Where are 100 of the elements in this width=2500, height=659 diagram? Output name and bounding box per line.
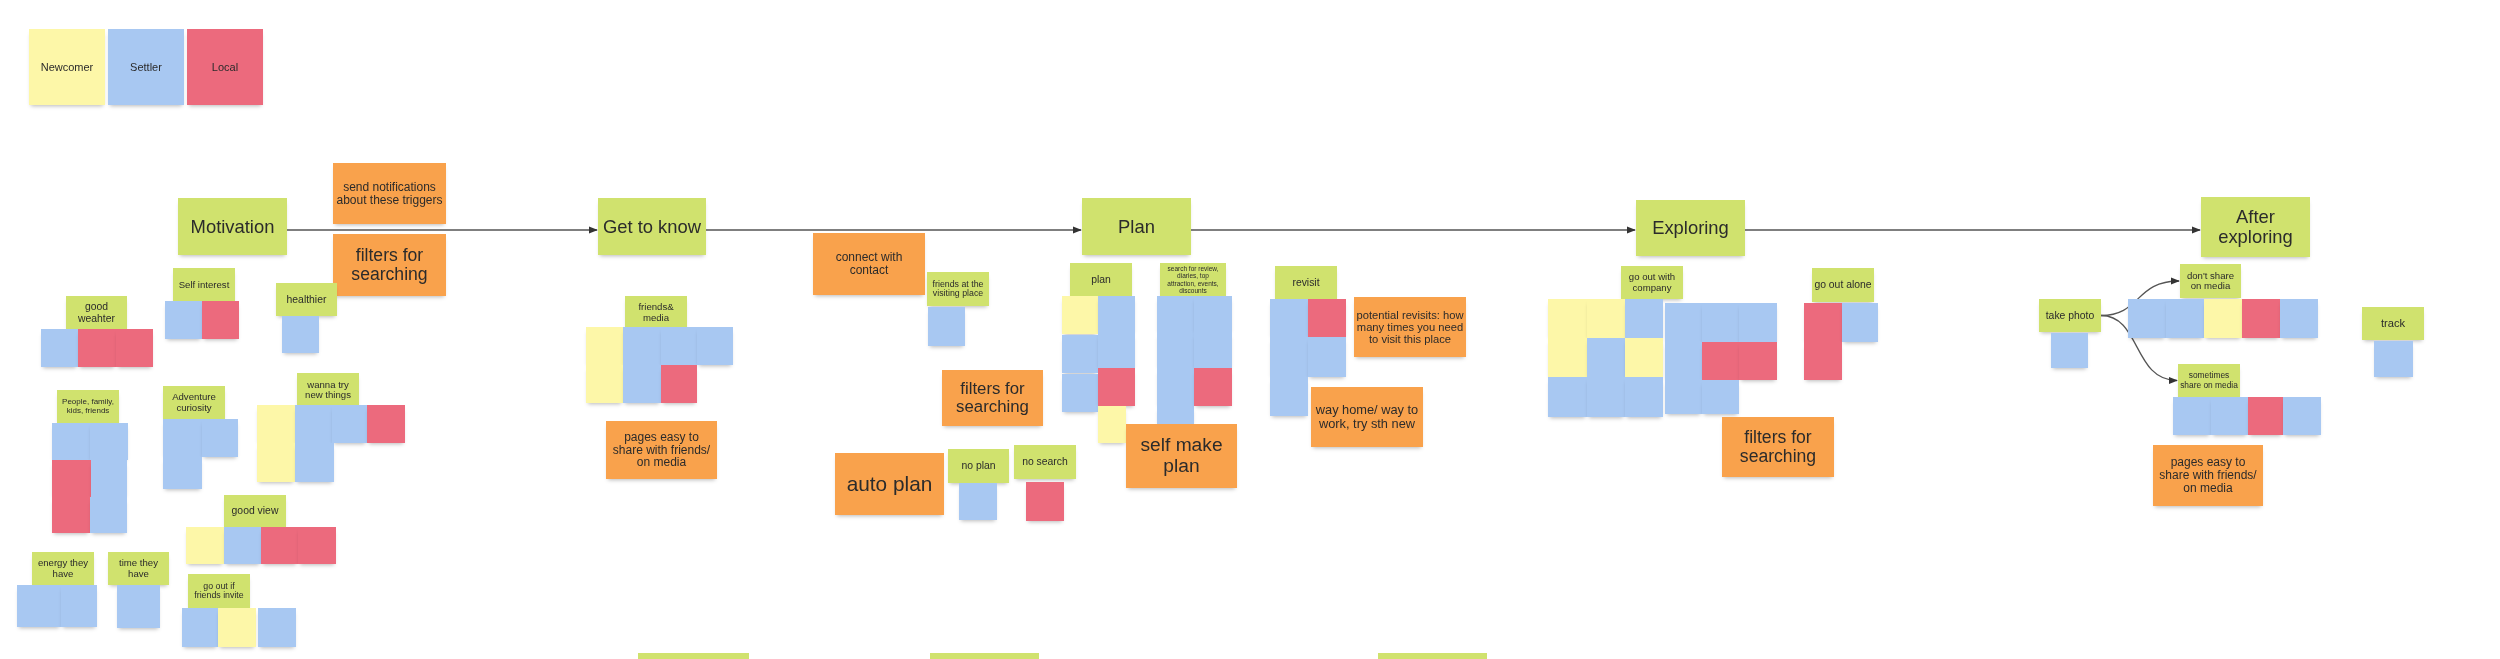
idea-sticky-note — [333, 234, 446, 296]
category-sticky-note — [1014, 445, 1076, 479]
idea-sticky-note — [1126, 424, 1237, 488]
sticky-note — [2374, 341, 2413, 377]
sticky-note — [2211, 397, 2248, 435]
note-text: Motivation — [190, 216, 275, 237]
note-text: plan — [1091, 273, 1111, 286]
category-sticky-note — [1275, 266, 1337, 299]
sticky-note — [218, 608, 256, 647]
sticky-note — [186, 527, 224, 564]
sticky-note — [1804, 303, 1842, 342]
note-text: connect with contact — [834, 251, 904, 277]
note-text: don't share on media — [2185, 270, 2236, 292]
idea-sticky-note — [835, 453, 944, 515]
note-text: sometimes share on media — [2180, 371, 2238, 390]
note-text: Plan — [1118, 216, 1155, 237]
note-text: potential revisits: how many times you need to visit this place — [1356, 308, 1464, 346]
sticky-note — [117, 585, 160, 628]
sticky-note — [928, 307, 965, 346]
note-text: go out with company — [1627, 272, 1677, 293]
category-sticky-note — [224, 495, 286, 527]
arrow — [1744, 226, 2201, 234]
category-sticky-note — [66, 296, 127, 329]
sticky-note — [1308, 337, 1346, 377]
idea-sticky-note — [333, 163, 446, 224]
category-sticky-note — [1621, 266, 1683, 299]
sticky-note — [1587, 377, 1625, 417]
sticky-note — [661, 365, 697, 403]
category-sticky-note — [276, 283, 337, 316]
sticky-note — [1194, 332, 1232, 368]
sticky-note — [1308, 299, 1346, 337]
note-text: wanna try new things — [304, 379, 352, 401]
idea-sticky-note — [813, 233, 925, 295]
partial-sticky-note — [1378, 653, 1487, 659]
sticky-note — [332, 405, 367, 443]
idea-sticky-note — [2153, 445, 2263, 506]
sticky-note — [295, 405, 332, 443]
sticky-note — [1026, 482, 1064, 521]
note-text: Exploring — [1652, 218, 1729, 238]
sticky-note — [661, 327, 697, 365]
sticky-note — [1548, 299, 1587, 338]
sticky-note — [1157, 296, 1194, 332]
sticky-note — [2051, 333, 2088, 368]
legend-label: Local — [211, 61, 239, 73]
sticky-note — [1804, 342, 1842, 380]
sticky-note — [282, 316, 319, 353]
category-sticky-note — [2178, 364, 2240, 397]
sticky-note — [61, 585, 97, 627]
note-text: revisit — [1292, 276, 1320, 289]
stage-heading-note — [178, 198, 287, 255]
note-text: self make plan — [1139, 435, 1224, 477]
sticky-note — [1062, 296, 1098, 334]
arrow — [1190, 226, 1636, 234]
sticky-note — [1098, 333, 1135, 368]
sticky-note — [1548, 338, 1587, 377]
sticky-note — [1548, 377, 1587, 417]
idea-sticky-note — [606, 421, 717, 479]
sticky-note — [1625, 377, 1663, 417]
sticky-note — [163, 419, 202, 457]
sticky-note — [257, 443, 295, 482]
arrow — [705, 226, 1082, 234]
note-text: no plan — [961, 460, 996, 472]
sticky-note — [1702, 380, 1739, 414]
sticky-note — [298, 527, 336, 564]
sticky-note — [1702, 303, 1739, 342]
sticky-note — [202, 419, 238, 457]
sticky-note — [224, 527, 261, 564]
sticky-note — [2283, 397, 2321, 435]
sticky-note — [1702, 342, 1739, 380]
note-text: good weahter — [77, 301, 116, 324]
sticky-note — [2166, 299, 2204, 338]
sticky-note — [90, 497, 127, 533]
note-text: pages easy to share with friends/ on media — [2158, 456, 2258, 495]
sticky-note — [2242, 299, 2280, 338]
category-sticky-note — [2180, 264, 2241, 298]
note-text: energy they have — [36, 558, 90, 579]
partial-sticky-note — [930, 653, 1039, 659]
sticky-note — [1098, 406, 1126, 443]
note-text: friends at the visiting place — [931, 279, 985, 299]
idea-sticky-note — [1354, 297, 1466, 357]
stage-heading-note — [1636, 200, 1745, 256]
sticky-note — [90, 423, 128, 460]
category-sticky-note — [625, 296, 687, 329]
note-text: take photo — [2045, 309, 2095, 322]
sticky-note — [1098, 296, 1135, 333]
sticky-note — [165, 301, 202, 339]
note-text: send notifications about these triggers — [335, 180, 444, 207]
category-sticky-note — [948, 449, 1009, 483]
sticky-note — [623, 365, 661, 403]
category-sticky-note — [173, 268, 235, 302]
idea-sticky-note — [942, 370, 1043, 426]
note-text: auto plan — [846, 472, 933, 496]
note-text: pages easy to share with friends/ on media — [611, 430, 712, 470]
arrow — [2100, 314, 2178, 384]
sticky-note — [261, 527, 298, 564]
sticky-note — [586, 365, 623, 403]
partial-sticky-note — [638, 653, 749, 659]
note-text: good view — [231, 505, 279, 517]
sticky-note — [1062, 335, 1098, 373]
note-text: filters for searching — [350, 246, 429, 284]
